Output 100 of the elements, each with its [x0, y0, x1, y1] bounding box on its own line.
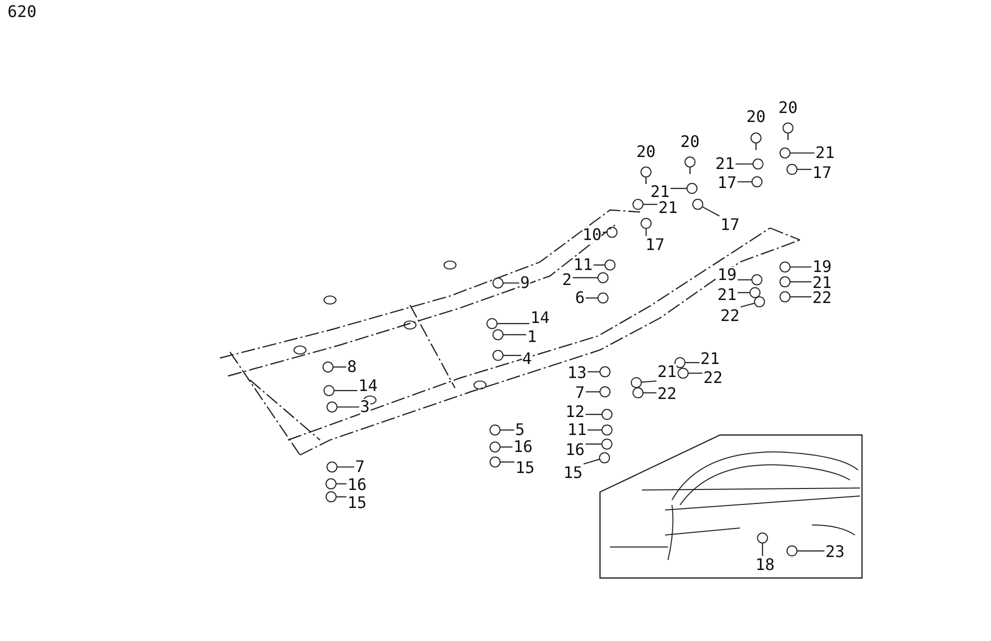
callout-number: 21 [650, 184, 670, 200]
mount-part [490, 456, 501, 468]
mount-part [490, 424, 500, 436]
leader-line [740, 302, 755, 308]
mount-part [752, 158, 764, 170]
leader-line [643, 204, 658, 205]
leader-line [586, 444, 602, 445]
callout-number: 14 [358, 378, 378, 394]
callout-number: 16 [565, 442, 585, 458]
mount-part [322, 362, 334, 372]
callout-number: 21 [715, 156, 735, 172]
leader-line [797, 550, 824, 552]
leader-line [738, 279, 752, 280]
leader-line [337, 406, 360, 408]
callout-number: 20 [778, 100, 798, 116]
mount-part [751, 274, 762, 286]
mount-part [632, 387, 644, 398]
leader-line [336, 496, 346, 498]
mount-part [326, 402, 338, 412]
leader-line [336, 483, 346, 484]
mount-part [752, 176, 762, 188]
leader-line [641, 380, 656, 383]
mount-part [324, 385, 334, 396]
callout-number: 2 [562, 272, 572, 288]
mount-part [601, 438, 612, 450]
leader-line [738, 292, 750, 294]
callout-number: 5 [515, 422, 525, 438]
mount-part [786, 545, 798, 556]
mount-part [490, 442, 500, 452]
mount-part [754, 296, 765, 308]
callout-number: 3 [360, 399, 370, 415]
leader-line [738, 181, 752, 182]
leader-line [643, 392, 656, 394]
mount-part [492, 329, 504, 340]
mount-part [602, 424, 612, 436]
leader-line [588, 371, 600, 372]
callout-number: 19 [717, 267, 737, 283]
leader-line [594, 264, 605, 266]
mount-part [600, 386, 610, 398]
callout-number: 7 [575, 385, 585, 401]
mount-part [640, 218, 652, 229]
leader-line [503, 334, 526, 336]
callout-number: 20 [636, 144, 656, 160]
callout-number: 16 [513, 439, 533, 455]
callout-number: 21 [657, 364, 677, 380]
leader-line [586, 297, 598, 299]
callout-number: 6 [575, 290, 585, 306]
mount-part [780, 148, 790, 158]
mount-part [606, 226, 618, 238]
leader-line [646, 228, 647, 236]
callout-number: 19 [812, 259, 832, 275]
mount-part [604, 260, 616, 270]
callout-number: 21 [658, 200, 678, 216]
mount-part [326, 478, 336, 490]
callout-number: 11 [567, 422, 587, 438]
mount-part [630, 377, 642, 388]
callout-number: 22 [703, 370, 723, 386]
leader-line [503, 282, 520, 284]
mount-part [757, 532, 768, 544]
callout-number: 14 [530, 310, 550, 326]
mount-part [674, 357, 686, 368]
leader-line [670, 188, 687, 189]
mount-part [598, 292, 608, 304]
leader-line [762, 543, 764, 556]
mount-part [780, 276, 790, 288]
leader-line [685, 362, 700, 364]
mount-part [600, 366, 610, 378]
leader-line [790, 281, 812, 282]
mount-part [598, 272, 608, 284]
callout-number: 21 [815, 145, 835, 161]
leader-line [790, 296, 812, 298]
callout-number: 11 [573, 257, 593, 273]
leader-line [586, 391, 600, 392]
callout-number: 15 [563, 465, 583, 481]
leader-line [790, 152, 814, 154]
callout-number: 21 [717, 287, 737, 303]
mount-part [678, 368, 689, 379]
mount-part [326, 462, 338, 472]
leader-line [586, 414, 602, 415]
callout-number: 7 [355, 459, 365, 475]
callout-number: 8 [347, 359, 357, 375]
callout-number: 10 [582, 227, 602, 243]
callout-number: 17 [812, 165, 832, 181]
mount-part [602, 408, 612, 420]
mount-part [692, 198, 704, 210]
callout-number: 18 [755, 557, 775, 573]
callout-number: 16 [347, 477, 367, 493]
leader-line [497, 323, 530, 324]
leader-line [702, 206, 720, 216]
callout-number: 1 [527, 329, 537, 345]
mount-part [492, 278, 504, 288]
leader-line [588, 429, 602, 431]
callout-number: 17 [645, 237, 665, 253]
mount-part [599, 452, 610, 464]
mount-part [686, 182, 698, 194]
callout-number: 15 [347, 495, 367, 511]
leader-line [797, 168, 812, 170]
mount-part [780, 291, 790, 302]
leader-line [500, 461, 514, 463]
leader-line [500, 446, 512, 448]
